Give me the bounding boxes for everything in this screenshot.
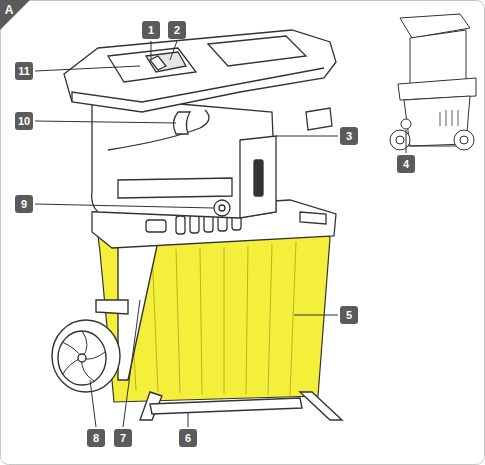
callout-number: 8 (87, 429, 105, 447)
leader-lines (35, 41, 406, 427)
callout-number: 1 (142, 21, 160, 39)
collection-box (98, 226, 330, 402)
callout-number: 9 (15, 195, 33, 213)
callout-number: 10 (15, 112, 33, 130)
chassis (96, 226, 342, 420)
figure-letter: A (2, 2, 16, 18)
callout-number: 11 (15, 62, 33, 80)
callout-number: 7 (114, 429, 132, 447)
feed-hopper (64, 30, 336, 130)
rear-view-thumbnail (390, 14, 476, 150)
callout-number: 6 (179, 429, 197, 447)
callout-number: 4 (397, 155, 415, 173)
callout-number: 3 (340, 127, 358, 145)
callout-number: 2 (168, 21, 186, 39)
corner-tab (0, 0, 30, 30)
wheel (52, 320, 120, 392)
callout-number: 5 (340, 306, 358, 324)
